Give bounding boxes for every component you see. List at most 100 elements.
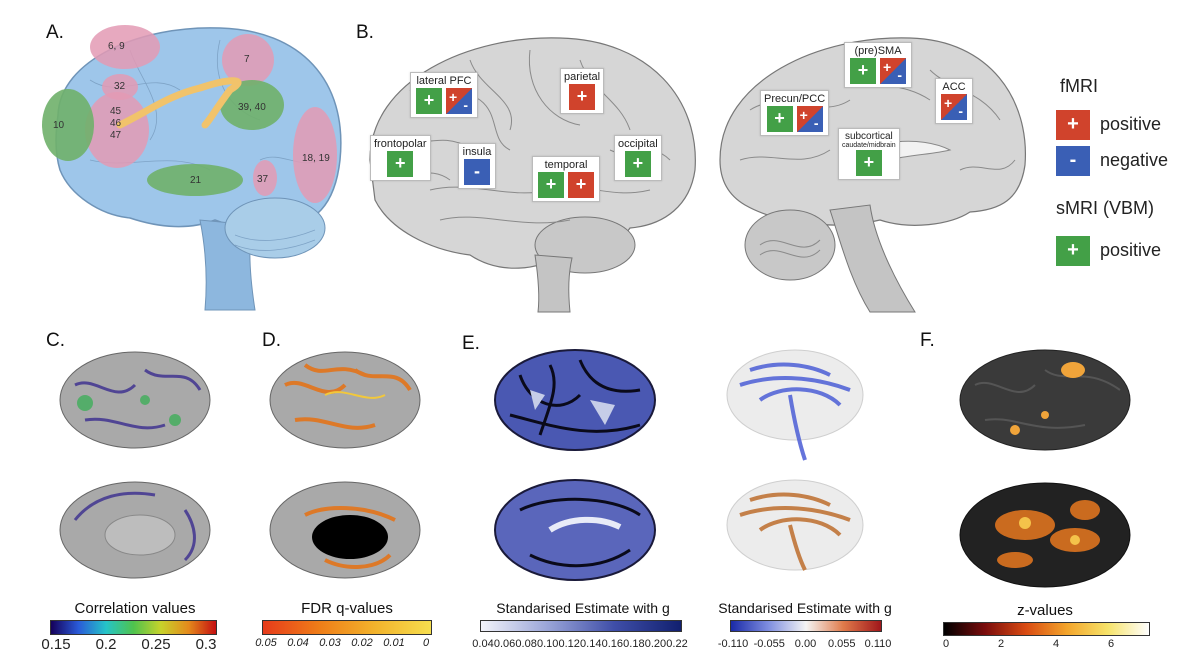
region-6-9 — [90, 25, 160, 69]
region-18-19 — [293, 107, 337, 203]
split-red-blue-box: +- — [795, 105, 824, 133]
panel-d-lateral-brain — [269, 351, 421, 449]
tag-label: parietal — [564, 71, 601, 83]
arcuate-fasciculus-tract — [116, 77, 242, 129]
positive-green-box: + — [537, 171, 565, 199]
colorbar-tick-label: 0.00 — [794, 638, 817, 650]
colorbar-tick-label: 0.3 — [195, 636, 217, 653]
panel-label-e: E. — [462, 333, 480, 354]
split-plus: + — [799, 107, 808, 123]
tag-precun-pcc: Precun/PCC ++- — [760, 90, 830, 136]
panel-f-lateral-brain — [959, 349, 1131, 451]
colorbar-f — [943, 622, 1150, 636]
positive-green-box: + — [849, 57, 877, 85]
panel-d-brains — [269, 351, 421, 579]
colorbar-f-title: z-values — [1017, 602, 1073, 619]
colorbar-tick-label: -0.055 — [753, 638, 785, 650]
tag-label: insula — [462, 146, 492, 158]
positive-green-box: + — [386, 150, 415, 178]
region-37 — [253, 160, 277, 196]
colorbar-e1 — [480, 620, 682, 632]
tag-label: temporal — [544, 159, 588, 171]
colorbar-tick-label: 0.22 — [666, 638, 688, 650]
tag-subcortical: subcortical caudate/midbrain + — [838, 128, 900, 180]
colorbar-e1-title: Standarised Estimate with g — [496, 600, 670, 616]
tag-label: occipital — [618, 138, 658, 150]
tag-label: Precun/PCC — [764, 93, 826, 105]
panel-e-tract-brains — [726, 349, 864, 571]
split-minus: - — [813, 115, 819, 131]
colorbar-tick-label: 0.02 — [351, 637, 373, 649]
colorbar-c — [50, 620, 217, 635]
split-minus: - — [463, 97, 468, 113]
tag-insula: insula - — [458, 143, 496, 189]
split-red-blue-box: +- — [879, 57, 907, 85]
panel-label-f: F. — [920, 330, 935, 351]
colorbar-tick-label: 0.06 — [493, 638, 516, 650]
positive-green-box: + — [623, 150, 652, 178]
colorbar-tick-label: 0.05 — [255, 637, 277, 649]
tag-pre-sma: (pre)SMA ++- — [844, 42, 912, 88]
tag-sublabel: caudate/midbrain — [842, 142, 896, 149]
tag-occipital: occipital + — [614, 135, 662, 181]
colorbar-tick-label: 0.08 — [515, 638, 537, 650]
panel-e-corpus-callosum — [548, 516, 622, 533]
split-minus: - — [958, 103, 963, 119]
region-10 — [42, 89, 94, 161]
panel-label-c: C. — [46, 330, 65, 351]
tag-acc: ACC +- — [935, 78, 973, 124]
region-label: 39, 40 — [238, 102, 266, 113]
tag-label: lateral PFC — [416, 75, 472, 87]
tag-parietal: parietal + — [560, 68, 605, 114]
cerebellum-shape — [224, 197, 326, 259]
region-label: 21 — [190, 175, 202, 186]
legend-red-swatch: + — [1056, 110, 1090, 140]
region-label: 7 — [244, 54, 250, 65]
region-39-40 — [220, 80, 284, 130]
positive-green-box: + — [854, 149, 883, 177]
region-label: 47 — [110, 130, 122, 141]
colorbar-tick-label: 0.04 — [287, 637, 309, 649]
panel-f-brains — [959, 349, 1131, 588]
region-label: 18, 19 — [302, 153, 330, 164]
split-plus: + — [944, 95, 953, 111]
tag-label: ACC — [942, 81, 966, 93]
colorbar-tick-label: 0.16 — [601, 638, 624, 650]
legend-negative-label: negative — [1100, 150, 1169, 170]
tag-label: (pre)SMA — [854, 45, 902, 57]
colorbar-tick-label: 0.20 — [644, 638, 667, 650]
colorbar-tick-label: 0.25 — [141, 636, 171, 653]
colorbar-tick-label: 0.055 — [827, 638, 856, 650]
split-plus: + — [449, 89, 458, 105]
panel-c-brains — [59, 351, 211, 579]
positive-green-box: + — [415, 87, 443, 115]
medial-cerebellum — [744, 209, 836, 281]
legend-smri-positive-label: positive — [1100, 240, 1162, 260]
colorbar-tick-label: 0 — [942, 638, 950, 650]
colorbar-d — [262, 620, 432, 635]
panel-label-a: A. — [46, 22, 64, 43]
colorbar-tick-label: 0.10 — [536, 638, 559, 650]
colorbar-tick-label: 0.18 — [623, 638, 645, 650]
panel-e-atlas-brains — [494, 349, 656, 581]
colorbar-tick-label: 0.110 — [864, 638, 892, 650]
split-red-blue-box: +- — [940, 93, 968, 121]
colorbar-tick-label: 0.03 — [319, 637, 341, 649]
panel-label-d: D. — [262, 330, 281, 351]
tag-label: frontopolar — [374, 138, 427, 150]
colorbar-tick-label: 0.04 — [472, 638, 494, 650]
region-label: 6, 9 — [108, 41, 125, 52]
region-7 — [222, 34, 274, 86]
positive-green-box: + — [765, 105, 794, 133]
colorbar-tick-label: -0.110 — [717, 638, 749, 650]
legend-blue-swatch: - — [1056, 146, 1090, 176]
negative-blue-box: - — [463, 158, 491, 186]
colorbar-e2-title: Standarised Estimate with g — [718, 600, 892, 616]
region-21 — [147, 164, 243, 196]
panel-label-b: B. — [356, 22, 374, 43]
tag-temporal: temporal ++ — [532, 156, 600, 202]
panel-a-brain-illustration: 6, 9 7 32 10 45 46 47 39, 40 18, 19 21 3… — [42, 25, 342, 311]
region-label: 46 — [110, 118, 122, 129]
colorbar-tick-label: 0.14 — [580, 638, 602, 650]
legend-green-swatch: + — [1056, 236, 1090, 266]
